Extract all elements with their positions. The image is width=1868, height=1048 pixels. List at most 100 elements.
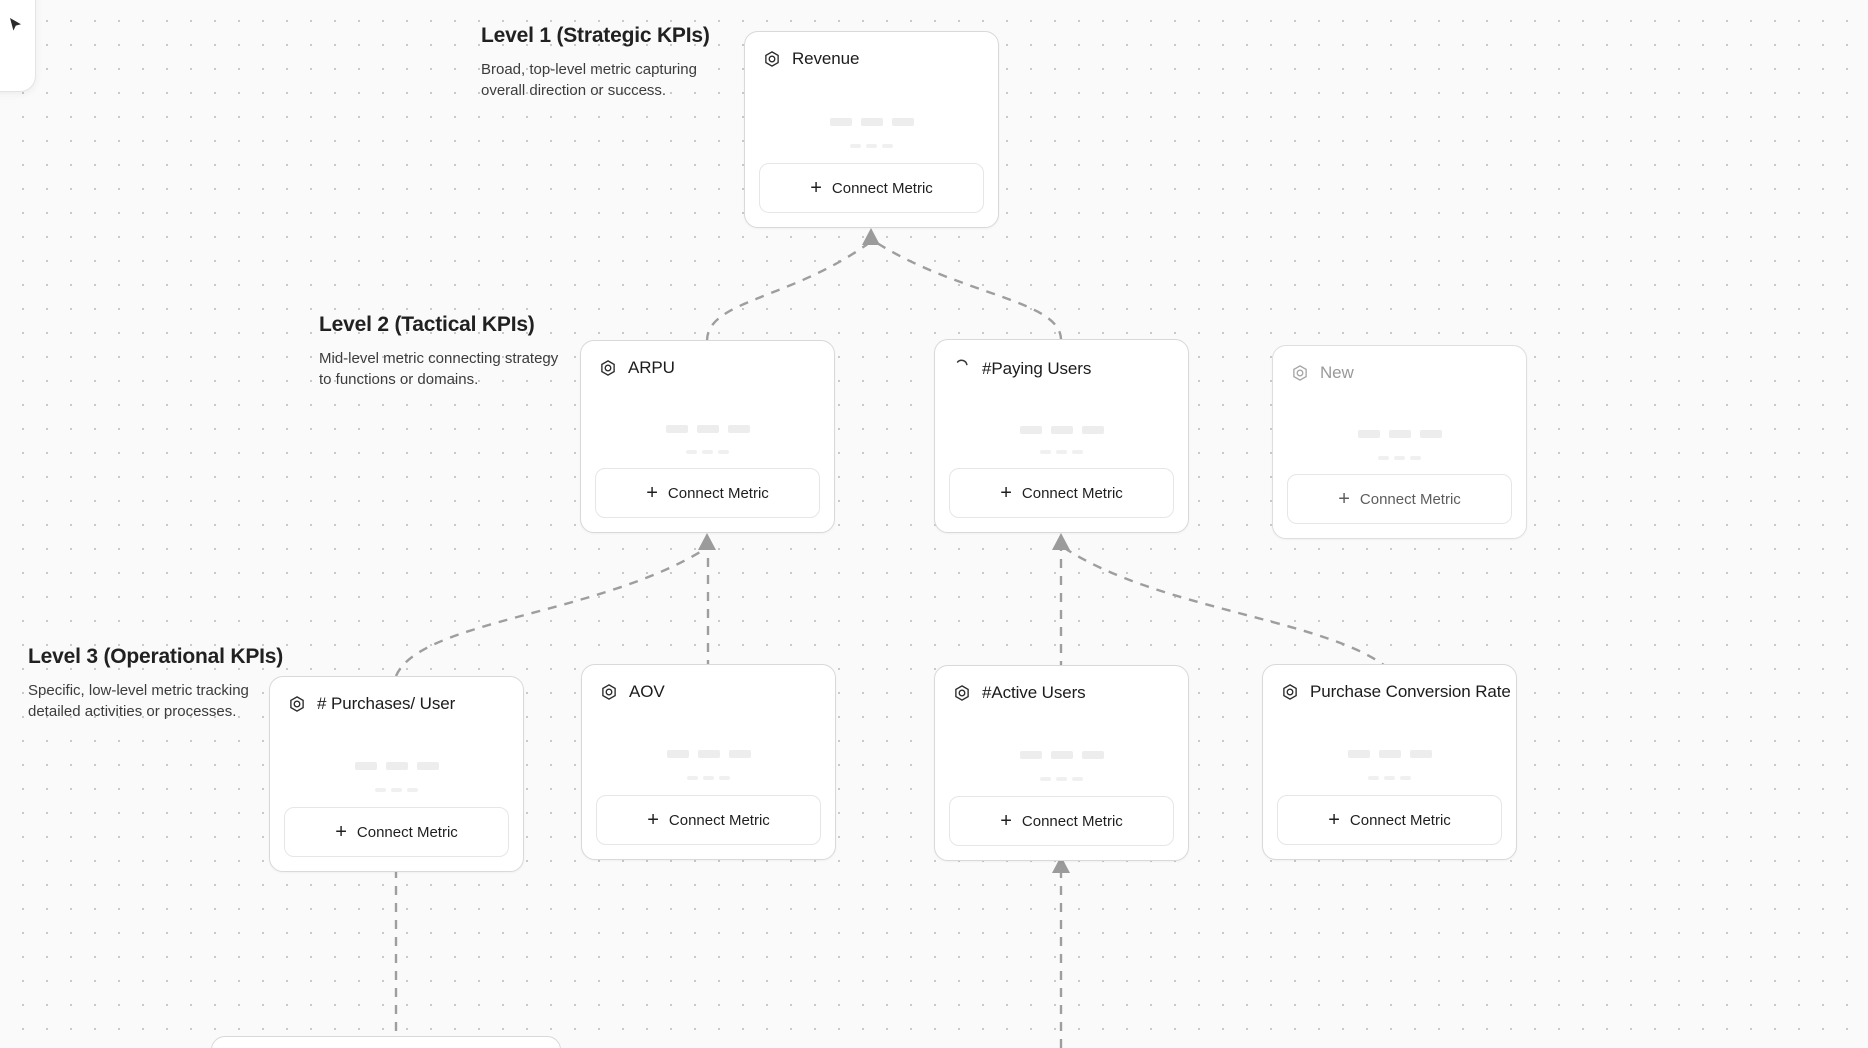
- skeleton-row-secondary: [581, 450, 834, 454]
- card-body-placeholder: [270, 714, 523, 807]
- card-header: New: [1273, 346, 1526, 383]
- skeleton-row-primary: [935, 751, 1188, 760]
- connect-metric-label: Connect Metric: [1021, 484, 1123, 502]
- connect-metric-button[interactable]: + Connect Metric: [1277, 795, 1502, 845]
- skeleton-bar: [718, 450, 729, 454]
- card-title: # Purchases/ User: [317, 694, 456, 713]
- skeleton-row-primary: [1273, 430, 1526, 439]
- metric-card-purchase-conversion-rate[interactable]: Purchase Conversion Rate + Connect Metri…: [1262, 664, 1517, 860]
- plus-icon: +: [647, 809, 659, 831]
- metric-card-paying-users[interactable]: #Paying Users + Connect Metric: [934, 339, 1189, 533]
- plus-icon: +: [646, 482, 658, 504]
- skeleton-bar: [850, 144, 861, 149]
- card-header: AOV: [582, 665, 835, 702]
- skeleton-row-primary: [745, 117, 998, 126]
- skeleton-bar: [686, 450, 697, 454]
- metric-card-purchases-per-user[interactable]: # Purchases/ User + Connect Metric: [269, 676, 524, 872]
- metric-card-active-users[interactable]: #Active Users + Connect Metric: [934, 665, 1189, 861]
- metric-card-partial-bottom[interactable]: [211, 1036, 561, 1048]
- level-2-header: Level 2 (Tactical KPIs) Mid-level metric…: [319, 313, 565, 390]
- plus-icon: +: [1338, 488, 1350, 510]
- connect-metric-button[interactable]: + Connect Metric: [596, 795, 821, 845]
- skeleton-bar: [727, 424, 750, 433]
- level-2-description: Mid-level metric connecting strategy to …: [319, 350, 559, 388]
- level-3-title: Level 3 (Operational KPIs): [28, 645, 284, 668]
- connect-metric-label: Connect Metric: [667, 484, 769, 502]
- connect-metric-label: Connect Metric: [356, 823, 458, 841]
- skeleton-row-secondary: [935, 777, 1188, 782]
- card-body-placeholder: [935, 703, 1188, 796]
- metric-card-new[interactable]: New + Connect Metric: [1272, 345, 1527, 539]
- skeleton-bar: [891, 117, 914, 126]
- card-title: ARPU: [628, 358, 675, 377]
- skeleton-bar: [354, 762, 377, 771]
- skeleton-bar: [702, 450, 713, 454]
- skeleton-bar: [1040, 777, 1051, 782]
- connect-metric-label: Connect Metric: [831, 179, 933, 197]
- skeleton-bar: [728, 750, 751, 759]
- card-title: Purchase Conversion Rate: [1310, 682, 1511, 701]
- spinner-icon: [953, 357, 971, 380]
- skeleton-row-primary: [1263, 750, 1516, 759]
- connect-metric-label: Connect Metric: [1359, 490, 1461, 508]
- skeleton-bar: [866, 144, 877, 149]
- card-header: Purchase Conversion Rate: [1263, 665, 1516, 702]
- connect-metric-label: Connect Metric: [668, 811, 770, 829]
- skeleton-bar: [1357, 430, 1380, 439]
- skeleton-bar: [696, 424, 719, 433]
- connect-metric-button[interactable]: + Connect Metric: [949, 796, 1174, 846]
- connect-metric-button[interactable]: + Connect Metric: [1287, 474, 1512, 524]
- skeleton-bar: [1394, 455, 1405, 460]
- plus-icon: +: [335, 821, 347, 843]
- skeleton-bar: [703, 776, 714, 781]
- metric-card-arpu[interactable]: ARPU + Connect Metric: [580, 340, 835, 533]
- card-title: #Paying Users: [982, 358, 1092, 378]
- skeleton-row-primary: [270, 762, 523, 771]
- skeleton-bar: [375, 788, 386, 793]
- card-body-placeholder: [745, 69, 998, 163]
- plus-icon: +: [1000, 482, 1012, 504]
- card-body-placeholder: [935, 380, 1188, 468]
- skeleton-bar: [697, 750, 720, 759]
- skeleton-bar: [1409, 750, 1432, 759]
- floating-toolbar-panel[interactable]: [0, 0, 36, 92]
- skeleton-bar: [1072, 450, 1083, 455]
- card-title: AOV: [629, 682, 665, 701]
- card-body-placeholder: [582, 702, 835, 795]
- card-header: ARPU: [581, 341, 834, 378]
- skeleton-bar: [407, 788, 418, 793]
- connect-metric-button[interactable]: + Connect Metric: [759, 163, 984, 213]
- skeleton-row-secondary: [582, 776, 835, 781]
- skeleton-bar: [1019, 751, 1042, 760]
- skeleton-row-secondary: [935, 450, 1188, 455]
- skeleton-bar: [1388, 430, 1411, 439]
- card-body-placeholder: [581, 378, 834, 468]
- hexagon-icon: [599, 359, 617, 377]
- card-body-placeholder: [1273, 383, 1526, 474]
- skeleton-row-secondary: [1273, 455, 1526, 460]
- hexagon-icon: [763, 50, 781, 68]
- connect-metric-button[interactable]: + Connect Metric: [949, 468, 1174, 518]
- metric-card-aov[interactable]: AOV + Connect Metric: [581, 664, 836, 860]
- skeleton-bar: [860, 117, 883, 126]
- cursor-icon: [6, 15, 26, 35]
- metric-card-revenue[interactable]: Revenue + Connect Metric: [744, 31, 999, 228]
- skeleton-row-secondary: [1263, 776, 1516, 781]
- connect-metric-button[interactable]: + Connect Metric: [284, 807, 509, 857]
- plus-icon: +: [810, 177, 822, 199]
- hexagon-icon: [953, 684, 971, 702]
- skeleton-bar: [1056, 777, 1067, 782]
- plus-icon: +: [1000, 810, 1012, 832]
- skeleton-bar: [416, 762, 439, 771]
- level-2-title: Level 2 (Tactical KPIs): [319, 313, 535, 336]
- card-title: New: [1320, 363, 1354, 382]
- level-1-header: Level 1 (Strategic KPIs) Broad, top-leve…: [481, 24, 727, 101]
- skeleton-bar: [1384, 776, 1395, 781]
- connect-metric-button[interactable]: + Connect Metric: [595, 468, 820, 518]
- connect-metric-label: Connect Metric: [1021, 812, 1123, 830]
- level-1-title: Level 1 (Strategic KPIs): [481, 24, 710, 47]
- skeleton-bar: [882, 144, 893, 149]
- card-header: #Active Users: [935, 666, 1188, 703]
- skeleton-bar: [1378, 750, 1401, 759]
